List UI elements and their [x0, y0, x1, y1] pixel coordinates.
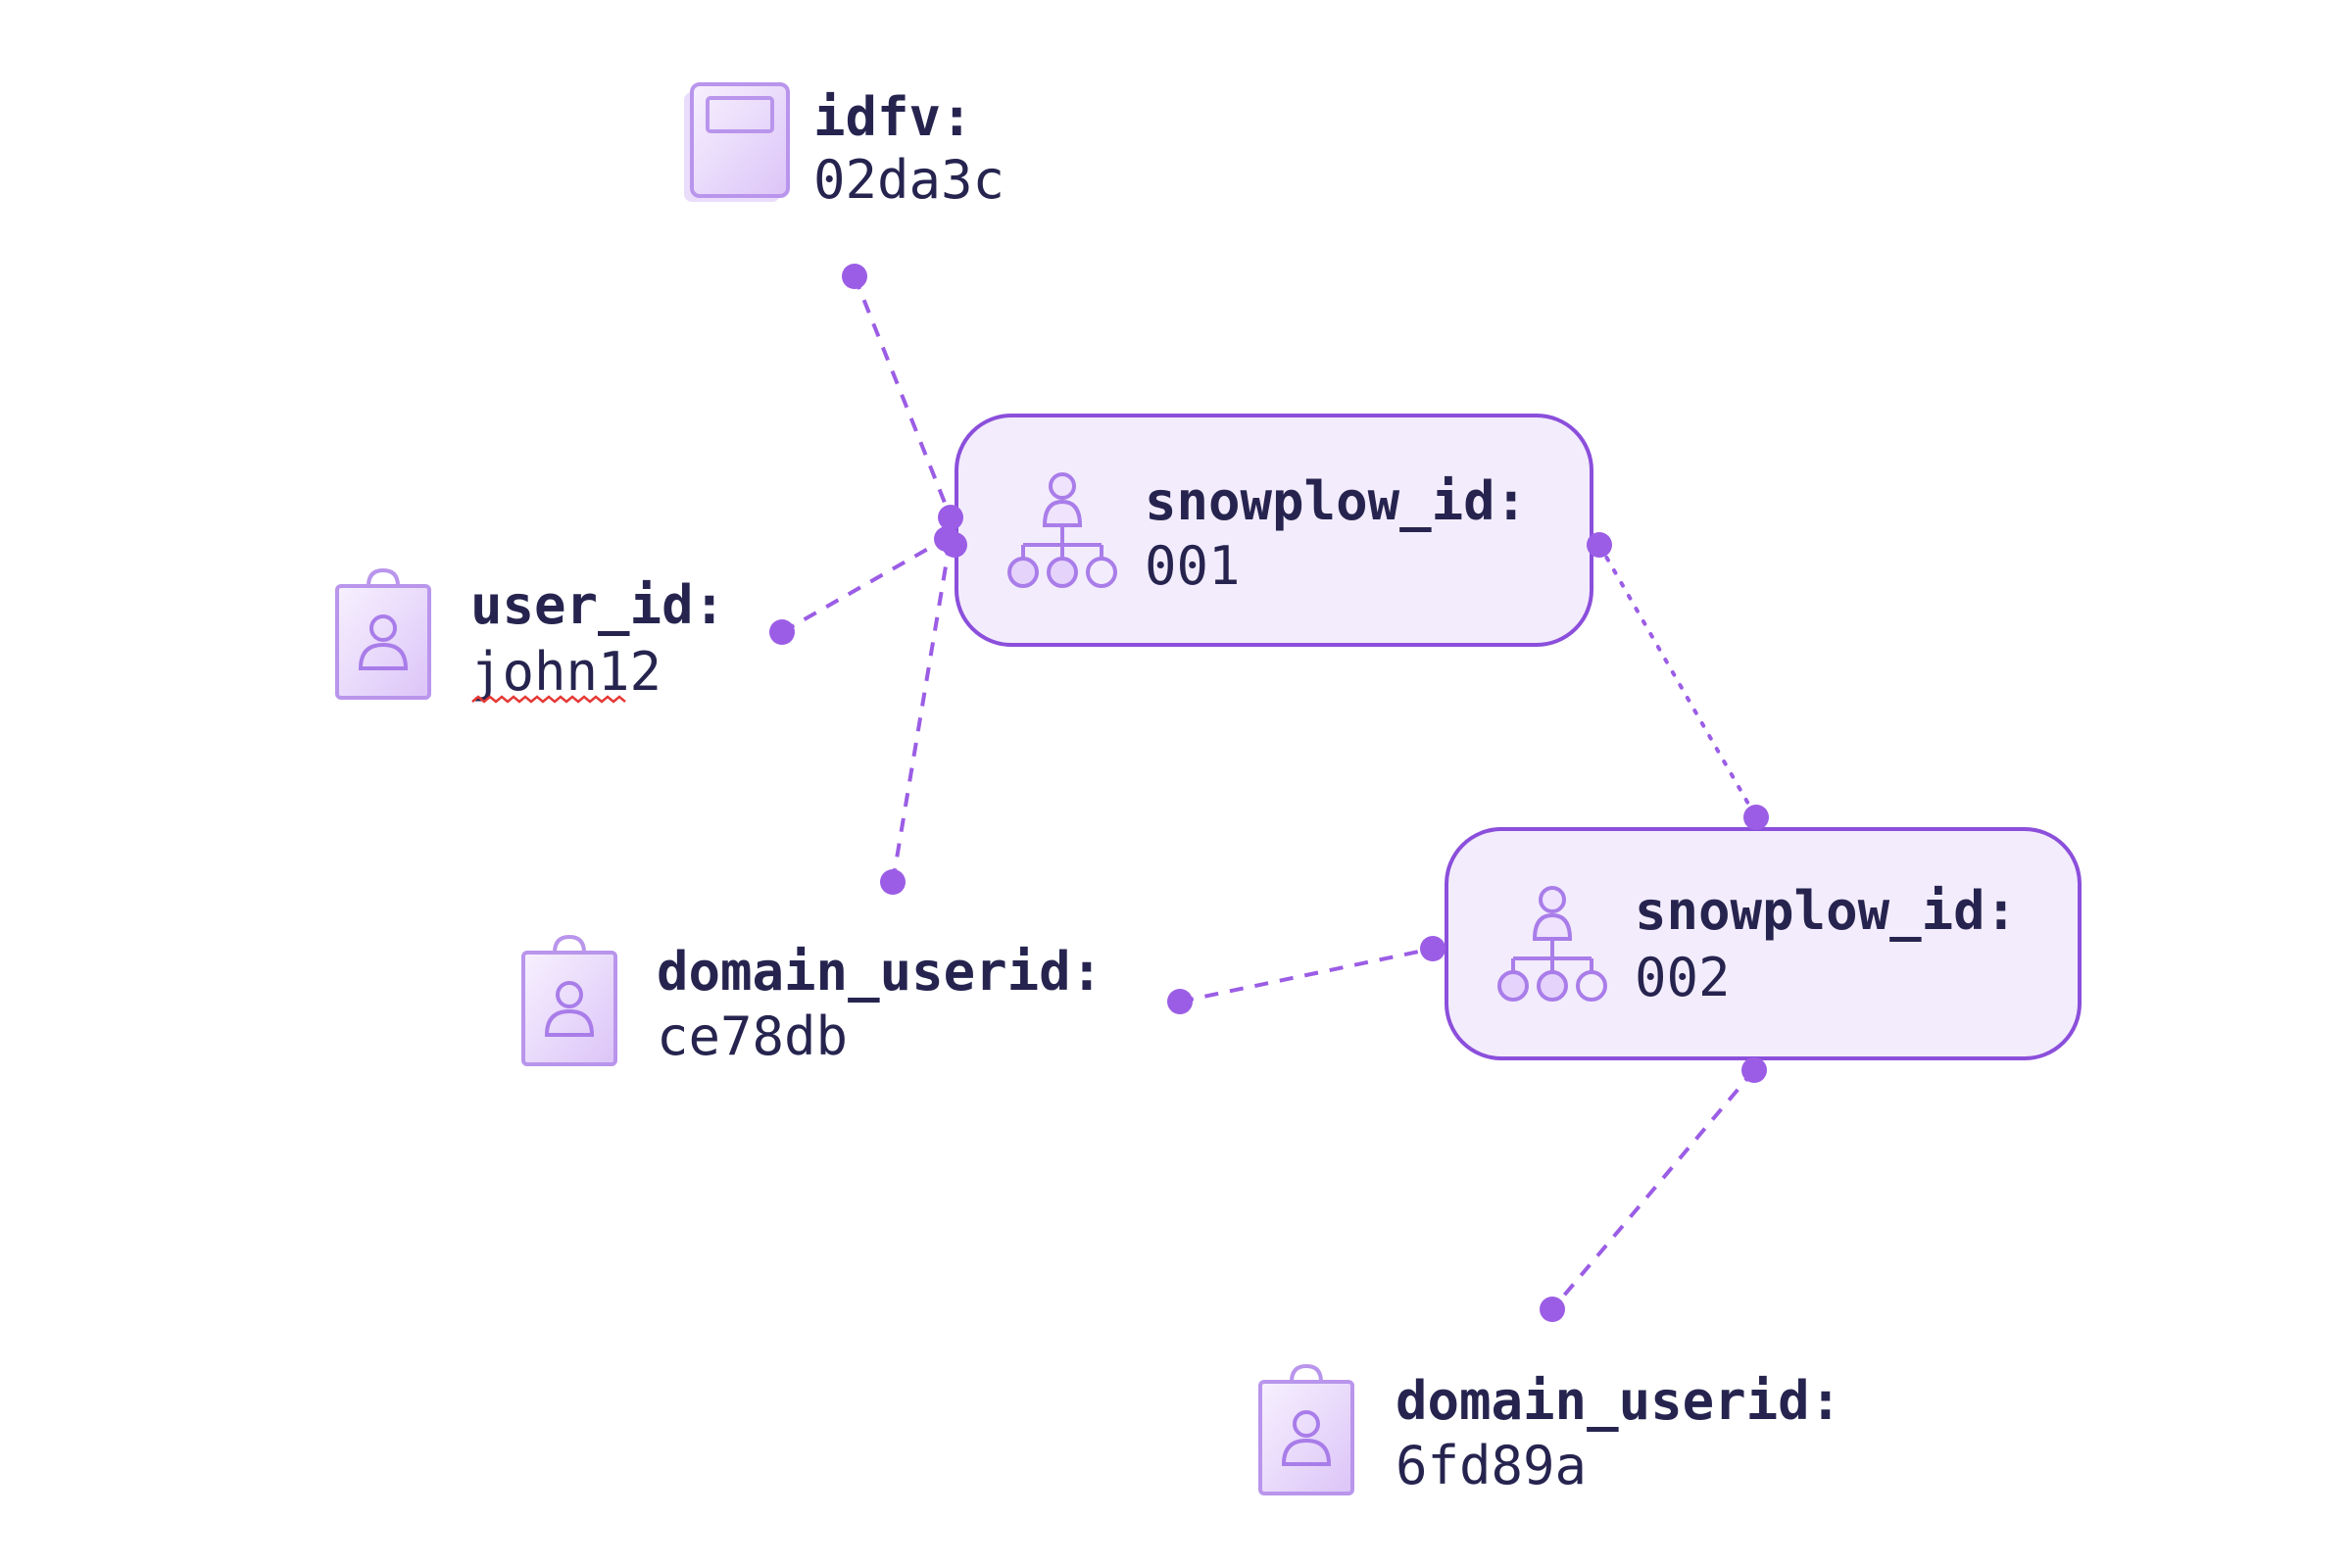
node-snowplow-001[interactable]: snowplow_id: 001 [955, 414, 1593, 647]
user-id-value: john12 [470, 641, 662, 703]
user-bag-icon [521, 935, 617, 1066]
connector-dot[interactable] [1420, 936, 1446, 961]
edges [781, 275, 1758, 1311]
edge-user-id-snowplow-001 [781, 535, 950, 634]
idfv-value: 02da3c [813, 149, 1004, 211]
snowplow-001-key: snowplow_id: [1145, 470, 1527, 532]
domain-6fd89a-key: domain_userid: [1396, 1370, 1841, 1432]
user-bag-icon [335, 568, 431, 700]
edge-idfv-snowplow-001 [853, 275, 953, 518]
edge-domain-ce78db-snowplow-002 [1179, 947, 1434, 1004]
connector-dot[interactable] [1743, 805, 1769, 830]
connector-dot[interactable] [1167, 989, 1193, 1014]
edge-snowplow-001-snowplow-002 [1597, 543, 1758, 819]
connector-dot[interactable] [938, 505, 963, 530]
node-snowplow-002[interactable]: snowplow_id: 002 [1445, 827, 2082, 1060]
domain-6fd89a-value: 6fd89a [1396, 1435, 1587, 1496]
connector-dot[interactable] [1587, 532, 1612, 558]
snowplow-002-key: snowplow_id: [1635, 880, 2017, 942]
edge-domain-ce78db-snowplow-001 [891, 536, 953, 883]
connector-dot[interactable] [842, 264, 867, 289]
domain-ce78db-key: domain_userid: [657, 941, 1102, 1003]
device-icon [684, 82, 790, 202]
connector-dot[interactable] [1741, 1057, 1767, 1083]
domain-ce78db-value: ce78db [657, 1005, 848, 1067]
user-id-key: user_id: [470, 574, 725, 636]
connector-dot[interactable] [769, 619, 795, 645]
snowplow-002-value: 002 [1635, 947, 1731, 1008]
connector-dot[interactable] [1540, 1297, 1565, 1322]
node-user-id[interactable]: user_id: john12 [335, 568, 725, 704]
spellcheck-underline [471, 695, 626, 704]
connector-dot[interactable] [880, 869, 906, 895]
connector-dot[interactable] [942, 532, 967, 558]
connector-dots [769, 264, 1769, 1322]
node-domain-userid-ce78db[interactable]: domain_userid: ce78db [521, 935, 1102, 1067]
idfv-key: idfv: [813, 86, 973, 148]
node-domain-userid-6fd89a[interactable]: domain_userid: 6fd89a [1258, 1364, 1841, 1496]
edge-snowplow-002-domain-6fd89a [1550, 1068, 1756, 1311]
snowplow-001-value: 001 [1145, 535, 1241, 597]
user-bag-icon [1258, 1364, 1354, 1495]
node-idfv[interactable]: idfv: 02da3c [684, 82, 1004, 211]
